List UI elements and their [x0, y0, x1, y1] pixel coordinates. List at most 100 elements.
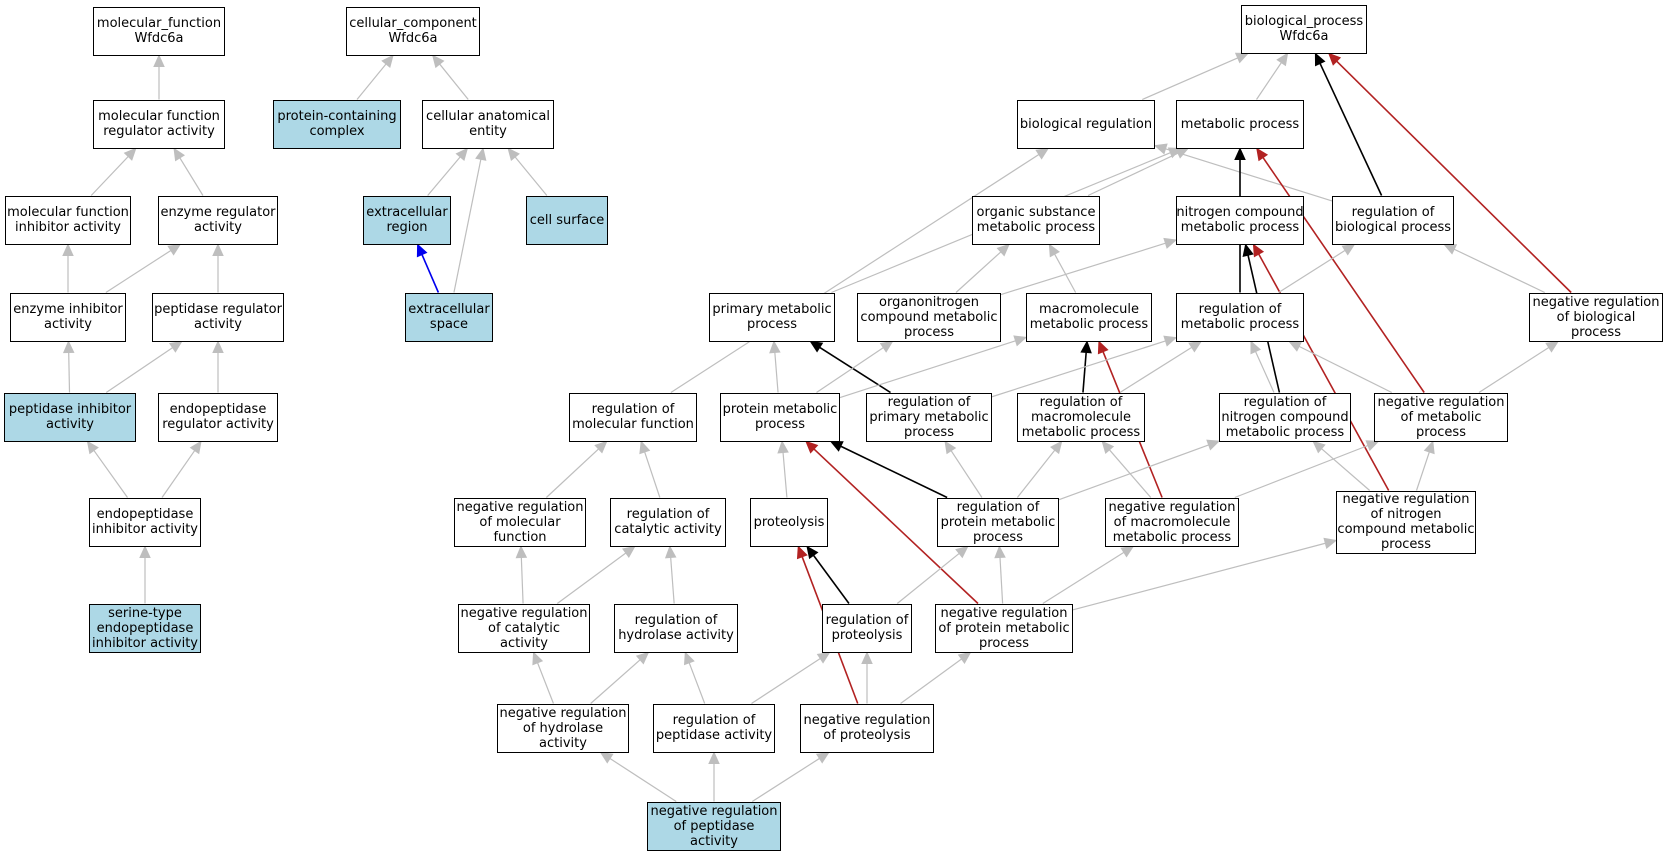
arrowhead	[829, 440, 844, 452]
edge-line	[816, 347, 884, 393]
arrowhead	[769, 340, 781, 354]
edge-line	[1298, 345, 1393, 394]
arrowhead	[1013, 335, 1028, 347]
term-label-line: enzyme regulator	[160, 205, 276, 220]
term-label-line: proteolysis	[753, 514, 825, 530]
term-label-line: negative regulation	[456, 499, 584, 515]
term-label-line: metabolic process	[1021, 424, 1141, 440]
arrowhead	[1288, 340, 1303, 352]
edge-is-a-stepia-to-epia	[139, 545, 151, 604]
arrowhead	[62, 243, 74, 256]
arrowhead	[1327, 52, 1342, 66]
edge-line	[999, 557, 1004, 604]
term-label-line: of peptidase	[673, 818, 755, 834]
term-label-line: metabolic process	[1112, 529, 1232, 545]
arrowhead	[1206, 439, 1221, 451]
edge-is-a-nrprmp-to-nrncmp	[1072, 537, 1338, 611]
term-label-line: organic substance	[976, 205, 1096, 220]
edge-line	[590, 659, 641, 704]
arrowhead	[1242, 243, 1254, 257]
arrowhead	[1423, 440, 1435, 455]
arrowhead	[1120, 545, 1135, 558]
term-label-line: metabolic process	[1180, 317, 1300, 332]
term-label-line: negative regulation	[460, 605, 588, 621]
term-label-line: metabolic process	[1180, 220, 1300, 235]
edge-line	[1082, 352, 1087, 393]
term-label-line: molecular function	[98, 109, 220, 124]
edge-is-a-exr-to-cae	[427, 147, 469, 196]
term-label-line: activity	[46, 417, 94, 432]
edge-is-a-cs-to-cae	[507, 147, 548, 196]
edge-line	[161, 450, 196, 498]
edge-line	[536, 662, 555, 704]
term-label-line: negative regulation	[499, 705, 627, 721]
arrowhead	[1097, 340, 1109, 355]
arrowhead	[416, 243, 428, 258]
term-label-line: metabolic process	[1225, 424, 1345, 440]
term-label-line: metabolic process	[976, 220, 1096, 235]
term-label-line: inhibitor activity	[91, 522, 198, 537]
term-label-line: extracellular	[408, 302, 490, 317]
term-label-line: process	[747, 317, 797, 332]
edge-line	[93, 450, 128, 498]
edge-line	[991, 340, 1166, 398]
arrowhead	[1163, 237, 1178, 249]
edge-regulates-rprot-to-prot	[806, 545, 850, 604]
term-label-line: biological process	[1334, 220, 1452, 235]
edge-regulates-rbp-to-bp	[1314, 52, 1383, 196]
edge-is-a-eia-to-mfia	[62, 243, 74, 293]
edge-line	[1165, 148, 1333, 202]
arrowhead	[806, 545, 819, 560]
arrowhead	[532, 651, 544, 666]
term-label-line: primary metabolic	[712, 302, 832, 317]
edge-is-a-rmf-to-breg	[670, 147, 1050, 394]
term-label-line: process	[973, 529, 1023, 545]
arrowhead	[62, 340, 75, 354]
arrowhead	[139, 545, 151, 558]
term-label-line: regulation of	[887, 394, 971, 410]
edge-line	[1234, 444, 1369, 499]
term-label-line: inhibitor activity	[91, 635, 198, 651]
edge-line	[1072, 542, 1326, 611]
term-label-line: regulation of	[1351, 205, 1435, 220]
edge-is-a-cae-to-cc	[431, 54, 469, 100]
edge-is-a-rha-to-rca	[664, 545, 677, 604]
term-label-line: biological regulation	[1019, 116, 1153, 132]
term-label-line: of catalytic	[487, 620, 560, 636]
edge-is-a-epia-to-epra	[161, 440, 202, 498]
term-label-line: of proteolysis	[823, 728, 911, 743]
edge-is-a-mmp-to-osmp	[1048, 243, 1077, 293]
term-label-line: metabolic process	[1180, 116, 1300, 132]
arrowhead	[957, 651, 972, 664]
term-label-line: macromolecule	[1030, 409, 1131, 425]
term-label-line: complex	[309, 124, 365, 139]
edge-is-a-pra-to-era	[212, 243, 224, 293]
edge-is-a-epia-to-pia	[86, 440, 128, 498]
term-label-line: molecular function	[7, 205, 129, 220]
term-node-breg: biological regulation	[1017, 99, 1155, 149]
edge-is-a-nrca-to-rca	[556, 545, 636, 604]
edge-is-a-prmp-to-oncmp	[816, 340, 894, 393]
term-label-line: cellular_component	[349, 16, 477, 31]
arrowhead	[167, 243, 182, 256]
edge-is-a-nrbp-to-rbp	[1443, 243, 1545, 294]
term-label-line: endopeptidase	[169, 402, 267, 417]
term-label-line: process	[1571, 324, 1621, 340]
term-label-line: compound metabolic	[1337, 522, 1475, 537]
